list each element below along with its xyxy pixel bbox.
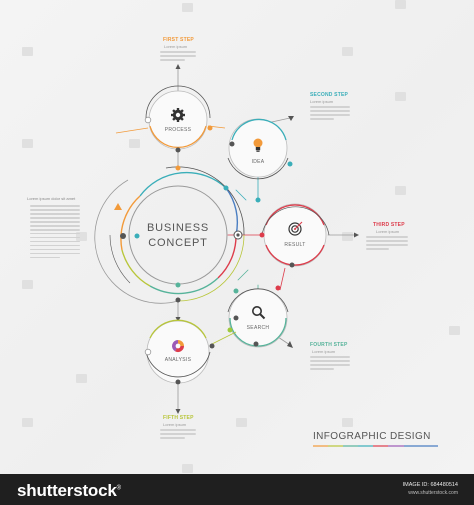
second-step-title: SECOND STEP: [310, 92, 349, 98]
search-node-rings: [227, 288, 289, 348]
registered-mark: ®: [116, 485, 121, 492]
result-label: RESULT: [284, 242, 306, 248]
first-step-title: FIRST STEP: [163, 37, 194, 43]
watermark-tile: [342, 47, 353, 56]
arrowhead-up: [175, 64, 181, 69]
watermark-tile: [342, 418, 353, 427]
shutterstock-logo: shutterstock®: [17, 481, 121, 501]
analysis-node-rings: [145, 319, 237, 384]
central-concept-title: BUSINESS CONCEPT: [138, 221, 218, 251]
fourth-step-subtitle: Lorem ipsum: [312, 349, 336, 354]
watermark-tile: [395, 0, 406, 9]
watermark-tile: [182, 3, 193, 12]
arrowhead-down: [175, 409, 181, 414]
arrowhead-right: [287, 341, 293, 348]
watermark-tile: [236, 418, 247, 427]
watermark-tile: [22, 280, 33, 289]
concept-line-1: BUSINESS: [146, 222, 210, 234]
arrowhead-right: [288, 116, 294, 121]
watermark-tile: [22, 47, 33, 56]
watermark-tile: [76, 232, 87, 241]
diagram-graphics: [94, 64, 438, 447]
second-step-body: [310, 106, 350, 122]
first-step-subtitle: Lorem ipsum: [164, 44, 188, 49]
watermark-tile: [129, 139, 140, 148]
watermark-tile: [395, 186, 406, 195]
watermark-tile: [22, 139, 33, 148]
second-step-subtitle: Lorem ipsum: [310, 99, 334, 104]
connector-dots: [116, 116, 295, 385]
infographic-design-title: INFOGRAPHIC DESIGN: [313, 431, 431, 442]
lightbulb-icon: [253, 138, 263, 152]
shutterstock-footer: shutterstock® IMAGE ID: 684480514 www.sh…: [0, 474, 474, 505]
process-node-rings: [115, 85, 226, 150]
fifth-step-subtitle: Lorem ipsum: [163, 422, 187, 427]
fifth-step-body: [160, 429, 196, 441]
connector-line: [237, 269, 249, 281]
fourth-step-body: [310, 356, 350, 372]
site-url: www.shutterstock.com: [408, 490, 458, 496]
target-icon: [288, 221, 303, 236]
watermark-tile: [76, 374, 87, 383]
watermark-tile: [182, 464, 193, 473]
left-text-heading: Lorem ipsum dolor sit amet: [27, 196, 76, 201]
gear-icon: [171, 108, 185, 122]
analysis-label: ANALYSIS: [164, 357, 192, 363]
fifth-step-title: FIFTH STEP: [163, 415, 194, 421]
watermark-tile: [395, 92, 406, 101]
connector-line: [235, 189, 247, 201]
arrowhead-down: [175, 317, 181, 322]
arrowhead-right: [354, 232, 359, 238]
infographic-canvas: BUSINESS CONCEPT PROCESS IDEA RESULT SEA…: [0, 0, 474, 474]
watermark-tile: [449, 326, 460, 335]
search-label: SEARCH: [246, 325, 270, 331]
image-id: IMAGE ID: 684480514: [402, 482, 458, 488]
third-step-body: [366, 236, 408, 252]
pie-chart-icon: [171, 340, 184, 353]
fourth-step-title: FOURTH STEP: [310, 342, 348, 348]
third-step-title: THIRD STEP: [373, 222, 405, 228]
concept-line-2: CONCEPT: [148, 237, 208, 249]
magnifier-icon: [252, 306, 266, 320]
brand-name: shutterstock: [17, 481, 117, 500]
first-step-body: [160, 51, 196, 63]
idea-label: IDEA: [251, 159, 265, 165]
watermark-tile: [342, 232, 353, 241]
watermark-tile: [22, 418, 33, 427]
third-step-subtitle: Lorem ipsum: [376, 229, 400, 234]
process-label: PROCESS: [164, 127, 192, 133]
left-text-body: [30, 205, 80, 261]
